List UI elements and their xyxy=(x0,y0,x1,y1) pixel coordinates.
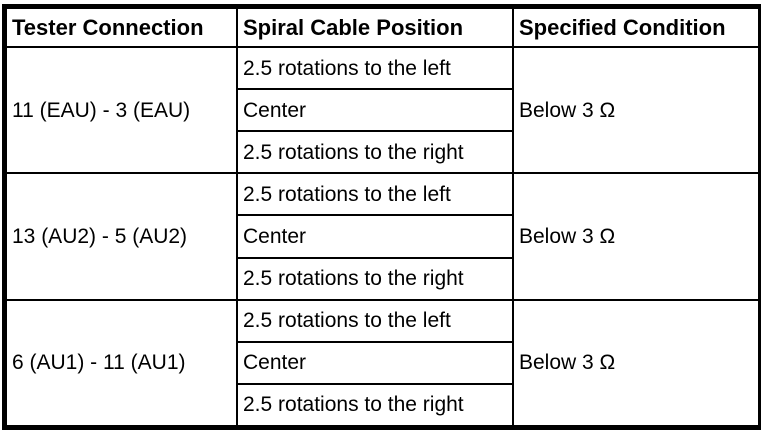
table-row: Center xyxy=(6,214,759,259)
table-row: Center xyxy=(6,340,759,385)
spiral-position-cell: 2.5 rotations to the right xyxy=(236,256,514,301)
specified-condition-cell: Below 3 Ω xyxy=(512,172,760,301)
header-tester-connection: Tester Connection xyxy=(5,7,238,48)
table-row: 11 (EAU) - 3 (EAU) 2.5 rotations to the … xyxy=(5,45,760,175)
tester-connection-cell: 11 (EAU) - 3 (EAU) xyxy=(5,45,238,175)
spiral-position-cell: 2.5 rotations to the left xyxy=(236,172,514,217)
table-row: 2.5 rotations to the right xyxy=(6,382,759,428)
spiral-position-cell: 2.5 rotations to the left xyxy=(236,45,514,91)
spiral-position-cell: 2.5 rotations to the left xyxy=(236,298,514,343)
table-row: 13 (AU2) - 5 (AU2) 2.5 rotations to the … xyxy=(5,172,760,301)
spiral-position-cell: Center xyxy=(236,340,514,385)
spiral-position-cell: Center xyxy=(236,214,514,259)
tester-connection-cell: 13 (AU2) - 5 (AU2) xyxy=(5,172,238,301)
table-row: 6 (AU1) - 11 (AU1) 2.5 rotations to the … xyxy=(5,298,760,428)
specified-condition-cell: Below 3 Ω xyxy=(512,298,760,428)
specified-condition-cell: Below 3 Ω xyxy=(512,45,760,175)
spiral-position-cell: 2.5 rotations to the right xyxy=(236,130,514,175)
table-row: 2.5 rotations to the right xyxy=(6,130,759,175)
spiral-cable-inspection-table: Tester Connection Spiral Cable Position … xyxy=(5,7,760,428)
table-row: 2.5 rotations to the right xyxy=(6,256,759,301)
table-row: Center xyxy=(6,88,759,133)
spiral-position-cell: 2.5 rotations to the right xyxy=(236,382,514,428)
spiral-position-cell: Center xyxy=(236,88,514,133)
header-specified-condition: Specified Condition xyxy=(512,7,760,48)
table-outer-frame xyxy=(2,4,761,430)
tester-connection-cell: 6 (AU1) - 11 (AU1) xyxy=(5,298,238,428)
header-spiral-cable-position: Spiral Cable Position xyxy=(236,7,514,48)
header-row: Tester Connection Spiral Cable Position … xyxy=(5,7,760,48)
